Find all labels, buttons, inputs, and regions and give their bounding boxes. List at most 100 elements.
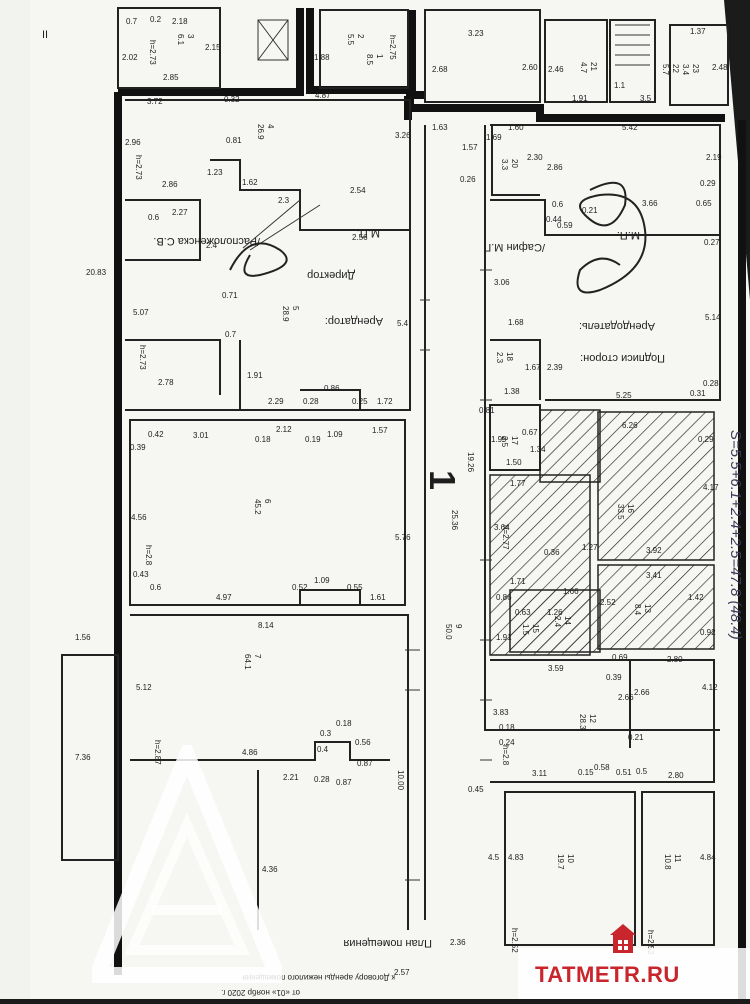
dim-label: 0.6 [150,583,162,592]
dim-label: 0.26 [460,175,476,184]
stair-outline [609,19,656,103]
dim-label: 5.14 [705,313,721,322]
partition-5 [300,389,361,410]
dim-label: 5.25 [616,391,632,400]
dim-label: 0.58 [594,763,610,772]
dim-label: 7.36 [75,753,91,762]
dim-label: 1.27 [582,543,598,552]
dim-label: 0.65 [696,199,712,208]
house-icon [610,924,636,953]
dim-label: 0.3 [320,729,332,738]
room-number: 21 [589,62,598,71]
dim-label: 8.14 [258,621,274,630]
dim-label: 1.1 [614,81,626,90]
dim-label: 2.36 [450,938,466,947]
dim-label: 0.25 [352,397,368,406]
dim-label: 0.21 [582,206,598,215]
dim-label: 0.28 [303,397,319,406]
dim-label: 2.86 [162,180,178,189]
dim-label: 0.6 [148,213,160,222]
dim-label: 1.62 [242,178,258,187]
dim-label: 6.26 [622,421,638,430]
room-area: 3.4 [681,64,690,76]
room-2-outline [319,9,409,89]
dim-label: 2.52 [600,598,616,607]
dim-label: 2.4 [206,241,218,250]
dim-label: 0.81 [479,406,495,415]
dim-label: 0.39 [130,443,146,452]
dim-label: 0.4 [317,745,329,754]
dim-label: 2.86 [547,163,563,172]
room-number: 18 [505,352,514,361]
room-area: 2.5 [500,436,509,448]
dim-label: 4.84 [700,853,716,862]
room-number: 10 [566,854,575,863]
room-area: 26.9 [256,124,265,140]
dim-label: 1.91 [247,371,263,380]
room-18-outline [490,339,541,400]
dim-label: 2.39 [547,363,563,372]
room-number: 22 [671,64,680,73]
dim-label: 4.97 [216,593,232,602]
dim-label: 1.57 [372,426,388,435]
dim-label: 0.36 [544,548,560,557]
room-number: 7 [253,654,262,659]
dim-label: 20.83 [86,268,107,277]
room-13-hatch [597,564,715,650]
room-number: 16 [626,504,635,513]
dim-label: 5.4 [397,319,409,328]
outside-annex [61,654,119,861]
dim-label: 2.56 [352,233,368,242]
dim-label: 0.15 [578,768,594,777]
dim-label: 3.06 [494,278,510,287]
dim-label: 2.60 [522,63,538,72]
room-6-niche [299,589,361,605]
room-height: h=2.52 [510,928,519,953]
dim-label: 1.09 [314,576,330,585]
room-number: 15 [531,624,540,633]
handwritten-note: S=5.5+6.1+2.4+2.5=47.8 (48.4) [727,430,744,640]
room-height: h=2.73 [134,155,143,180]
handwritten-sum: S=5.5+6.1+2.4+2.5=47.8 (48.4) [727,430,744,640]
room-number: 2 [356,34,365,39]
room-number: 23 [691,64,700,73]
dim-label: 0.52 [292,583,308,592]
room-height: h=2.52 [646,930,655,955]
room-20-outline [491,125,540,196]
dim-label: 2.68 [432,65,448,74]
room-4-5-outline [125,99,411,411]
dim-label: 1.61 [370,593,386,602]
dim-label: 3.72 [147,97,163,106]
tenant-label: Арендатор: [325,315,383,327]
room-10-outline [504,791,636,946]
dim-label: 2.78 [158,378,174,387]
dim-label: 3.83 [493,708,509,717]
dim-label: 0.24 [499,738,515,747]
dim-label: 1.67 [525,363,541,372]
dim-label: 1.34 [530,445,546,454]
dim-label: 2.85 [163,73,179,82]
mid-dims: 3.01 0.18 2.12 0.19 1.09 1.57 0.42 0.39 … [75,425,411,874]
dim-label: 4.83 [508,853,524,862]
dim-label: 2.21 [283,773,299,782]
partition-3 [125,339,221,395]
room-11-outline [641,791,715,946]
dim-label: 2.80 [667,655,683,664]
dim-label: 1.56 [75,633,91,642]
dim-label: 1.69 [486,133,502,142]
room-area: 8.5 [365,54,374,66]
dim-label: 5.42 [622,123,638,132]
dim-label: 4.5 [488,853,500,862]
room-height: h=2.73 [138,345,147,370]
room-area: 19.7 [556,854,565,870]
dim-label: 0.28 [314,775,330,784]
dim-label: 1.37 [690,27,706,36]
dim-label: 2.18 [172,17,188,26]
dim-label: 0.39 [606,673,622,682]
dim-label: 5.07 [133,308,149,317]
brand-badge [518,948,750,999]
room-labels: 18.5 h=2.75 25.5 36.1 h=2.73 426.9 h=2.7… [134,34,700,955]
dim-label: 0.45 [468,785,484,794]
dim-label: 0.21 [628,733,644,742]
floor-label: 1 [422,470,463,490]
